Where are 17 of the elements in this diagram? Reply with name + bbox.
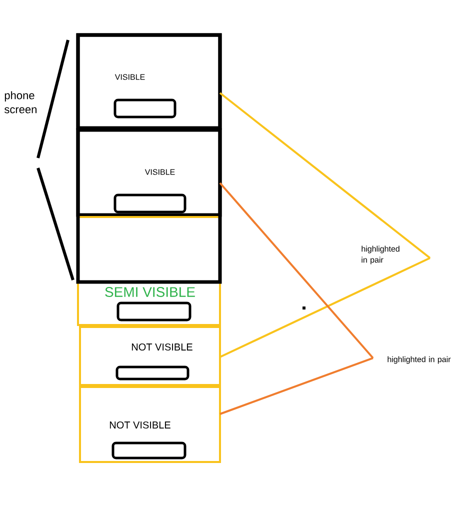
callout-text: highlighted in pair xyxy=(388,356,451,364)
leader-line xyxy=(219,92,431,259)
rounded-button xyxy=(116,366,190,380)
card: NOT VISIBLE xyxy=(79,386,221,463)
leader-line xyxy=(220,357,374,415)
leader-line xyxy=(219,182,374,359)
rounded-button xyxy=(112,442,186,460)
card: NOT VISIBLE xyxy=(79,326,221,386)
rounded-button xyxy=(114,98,176,118)
card: VISIBLE xyxy=(76,128,222,217)
leader-line xyxy=(220,257,430,358)
callout-text: highlighted in pair xyxy=(362,246,400,264)
card: VISIBLE xyxy=(76,33,222,130)
rounded-button xyxy=(114,194,186,214)
rounded-button xyxy=(116,302,192,322)
side-label: phone screen xyxy=(4,91,36,114)
card: SEMI VISIBLE xyxy=(77,216,221,326)
